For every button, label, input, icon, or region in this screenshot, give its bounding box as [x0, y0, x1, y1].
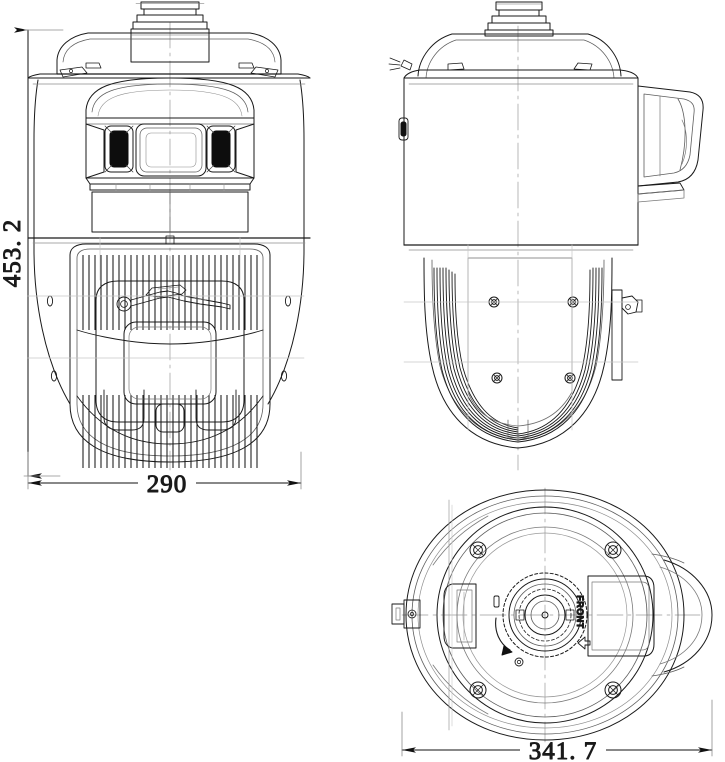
dimension-width-label: 290 — [147, 471, 188, 498]
dimension-width: 290 — [27, 451, 302, 499]
top-connector-stub — [391, 599, 421, 629]
front-heatsink-fins-upper — [82, 255, 258, 330]
top-plan-view: FRONT — [391, 487, 713, 743]
dimension-diameter-label: 341. 7 — [529, 738, 598, 762]
front-faceplate-recess — [95, 280, 245, 433]
side-lens-module — [637, 85, 704, 203]
side-connector-bracket — [611, 289, 643, 381]
dimension-height-label: 453. 2 — [0, 219, 26, 288]
side-screw-set — [488, 296, 579, 384]
front-upper-housing — [56, 32, 282, 75]
top-screw-set — [469, 541, 622, 699]
top-rotation-indicator — [493, 595, 524, 667]
dimension-diameter: 341. 7 — [401, 699, 713, 762]
front-arrow-icon — [577, 636, 591, 650]
front-wiper-arm — [116, 284, 231, 312]
side-body-shell — [398, 77, 639, 251]
top-outer-flange — [405, 489, 713, 741]
top-center-boss — [502, 572, 588, 658]
front-elevation-view — [27, 1, 311, 471]
front-ir-illuminator-left — [104, 125, 134, 173]
front-direction-marking: FRONT — [575, 595, 591, 650]
side-dome-shell-left — [433, 267, 519, 443]
side-dome-shell-right — [517, 267, 603, 443]
front-label: FRONT — [575, 595, 585, 629]
front-ir-illuminator-right — [206, 125, 236, 173]
side-upper-housing — [388, 33, 639, 85]
front-pan-tilt-drum — [27, 235, 311, 468]
front-lens-window — [135, 123, 207, 177]
side-mounting-pedestal — [484, 1, 554, 37]
side-elevation-view — [388, 1, 704, 471]
front-heatsink-fins-lower — [82, 395, 258, 468]
front-camera-head — [85, 77, 255, 233]
side-pan-tilt-cradle — [403, 244, 643, 449]
front-mounting-pedestal — [130, 1, 210, 63]
dimension-height: 453. 2 — [0, 27, 64, 479]
top-right-cover — [587, 575, 655, 657]
